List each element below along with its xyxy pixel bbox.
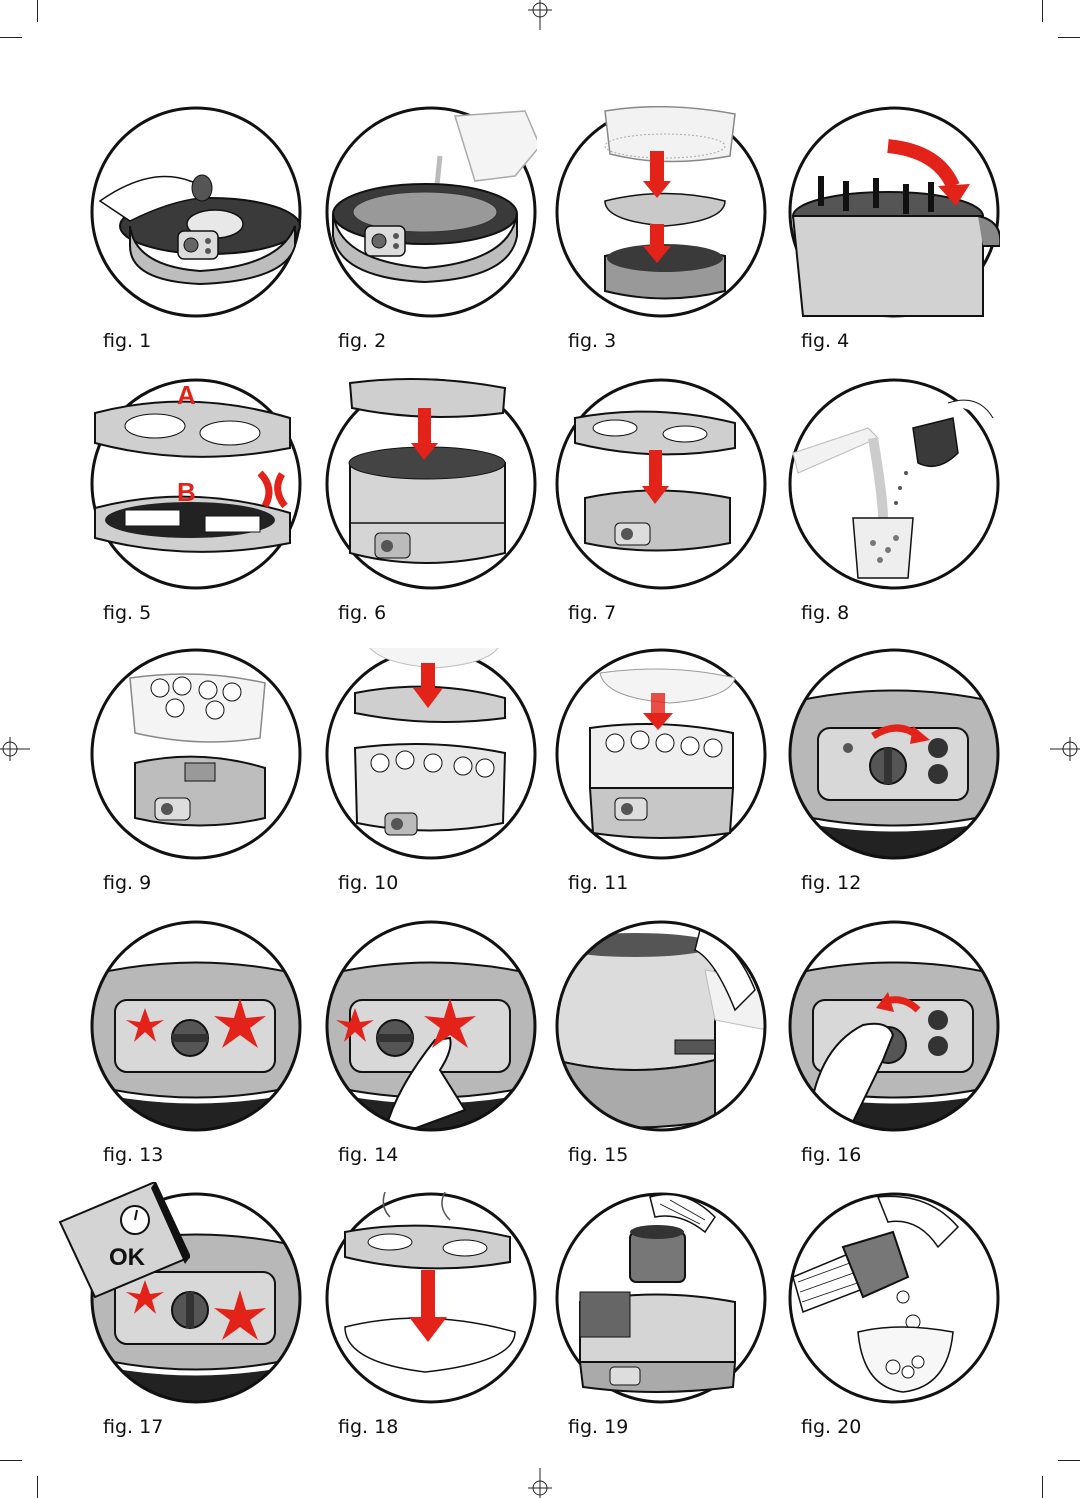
figure-caption: fig. 8	[801, 602, 850, 624]
figure-caption: fig. 14	[338, 1144, 399, 1166]
figure-caption: fig. 13	[103, 1144, 164, 1166]
figure-caption: fig. 10	[338, 872, 399, 894]
figure-caption: fig. 1	[103, 330, 152, 352]
crop-mark	[1042, 0, 1043, 22]
figure-caption: fig. 15	[568, 1144, 629, 1166]
ok-label: OK	[109, 1244, 145, 1271]
fig-5-illustration	[90, 378, 302, 590]
figure-17: OK fig. 17	[58, 1182, 315, 1462]
figure-caption: fig. 5	[103, 602, 152, 624]
crop-mark	[1058, 37, 1080, 38]
fig-10-illustration	[325, 648, 537, 860]
crop-mark	[0, 37, 22, 38]
figure-7: fig. 7	[550, 378, 780, 648]
fig-11-illustration	[555, 648, 767, 860]
figure-14: fig. 14	[320, 920, 550, 1190]
crop-mark	[37, 1476, 38, 1498]
fig-2-illustration	[325, 106, 537, 318]
figure-caption: fig. 6	[338, 602, 387, 624]
figure-19: fig. 19	[550, 1192, 780, 1462]
figure-15: fig. 15	[550, 920, 780, 1190]
registration-mark	[0, 737, 30, 761]
crop-mark	[37, 0, 38, 22]
registration-mark	[528, 1468, 552, 1498]
figure-caption: fig. 20	[801, 1416, 862, 1438]
fig-19-illustration	[555, 1192, 767, 1404]
figure-10: fig. 10	[320, 648, 550, 918]
fig-12-illustration	[788, 648, 1000, 860]
figure-13: fig. 13	[85, 920, 315, 1190]
figure-2: fig. 2	[320, 106, 550, 376]
figure-8: fig. 8	[783, 378, 1013, 648]
fig-16-illustration	[788, 920, 1000, 1132]
registration-mark	[1050, 737, 1080, 761]
fig-18-illustration	[325, 1192, 537, 1404]
figure-3: fig. 3	[550, 106, 780, 376]
figure-caption: fig. 3	[568, 330, 617, 352]
registration-mark	[528, 0, 552, 30]
figure-caption: fig. 18	[338, 1416, 399, 1438]
figure-18: fig. 18	[320, 1192, 550, 1462]
figure-1: fig. 1	[85, 106, 315, 376]
figure-11: fig. 11	[550, 648, 780, 918]
figure-12: fig. 12	[783, 648, 1013, 918]
ok-timer-tab	[58, 1182, 190, 1299]
fig-3-illustration	[555, 106, 767, 318]
fig-13-illustration	[90, 920, 302, 1132]
crop-mark	[1042, 1476, 1043, 1498]
fig-4-illustration	[788, 106, 1000, 318]
fig-20-illustration	[788, 1192, 1000, 1404]
figure-caption: fig. 4	[801, 330, 850, 352]
fig-14-illustration	[325, 920, 537, 1132]
figure-6: fig. 6	[320, 378, 550, 648]
fig-15-illustration	[555, 920, 767, 1132]
figure-9: fig. 9	[85, 648, 315, 918]
fig-7-illustration	[555, 378, 767, 590]
figure-20: fig. 20	[783, 1192, 1013, 1462]
figure-5: A B fig. 5	[85, 378, 315, 648]
figure-caption: fig. 19	[568, 1416, 629, 1438]
figure-caption: fig. 11	[568, 872, 629, 894]
fig-9-illustration	[90, 648, 302, 860]
figure-caption: fig. 16	[801, 1144, 862, 1166]
figure-caption: fig. 9	[103, 872, 152, 894]
figure-caption: fig. 2	[338, 330, 387, 352]
figure-16: fig. 16	[783, 920, 1013, 1190]
crop-mark	[1058, 1460, 1080, 1461]
fig-8-illustration	[788, 378, 1000, 590]
fig-1-illustration	[90, 106, 302, 318]
figure-caption: fig. 12	[801, 872, 862, 894]
figure-caption: fig. 7	[568, 602, 617, 624]
figure-caption: fig. 17	[103, 1416, 164, 1438]
crop-mark	[0, 1460, 22, 1461]
basket-b-label: B	[177, 477, 196, 507]
fig-6-illustration	[325, 378, 537, 590]
basket-a-label: A	[177, 380, 196, 410]
figure-4: fig. 4	[783, 106, 1013, 376]
